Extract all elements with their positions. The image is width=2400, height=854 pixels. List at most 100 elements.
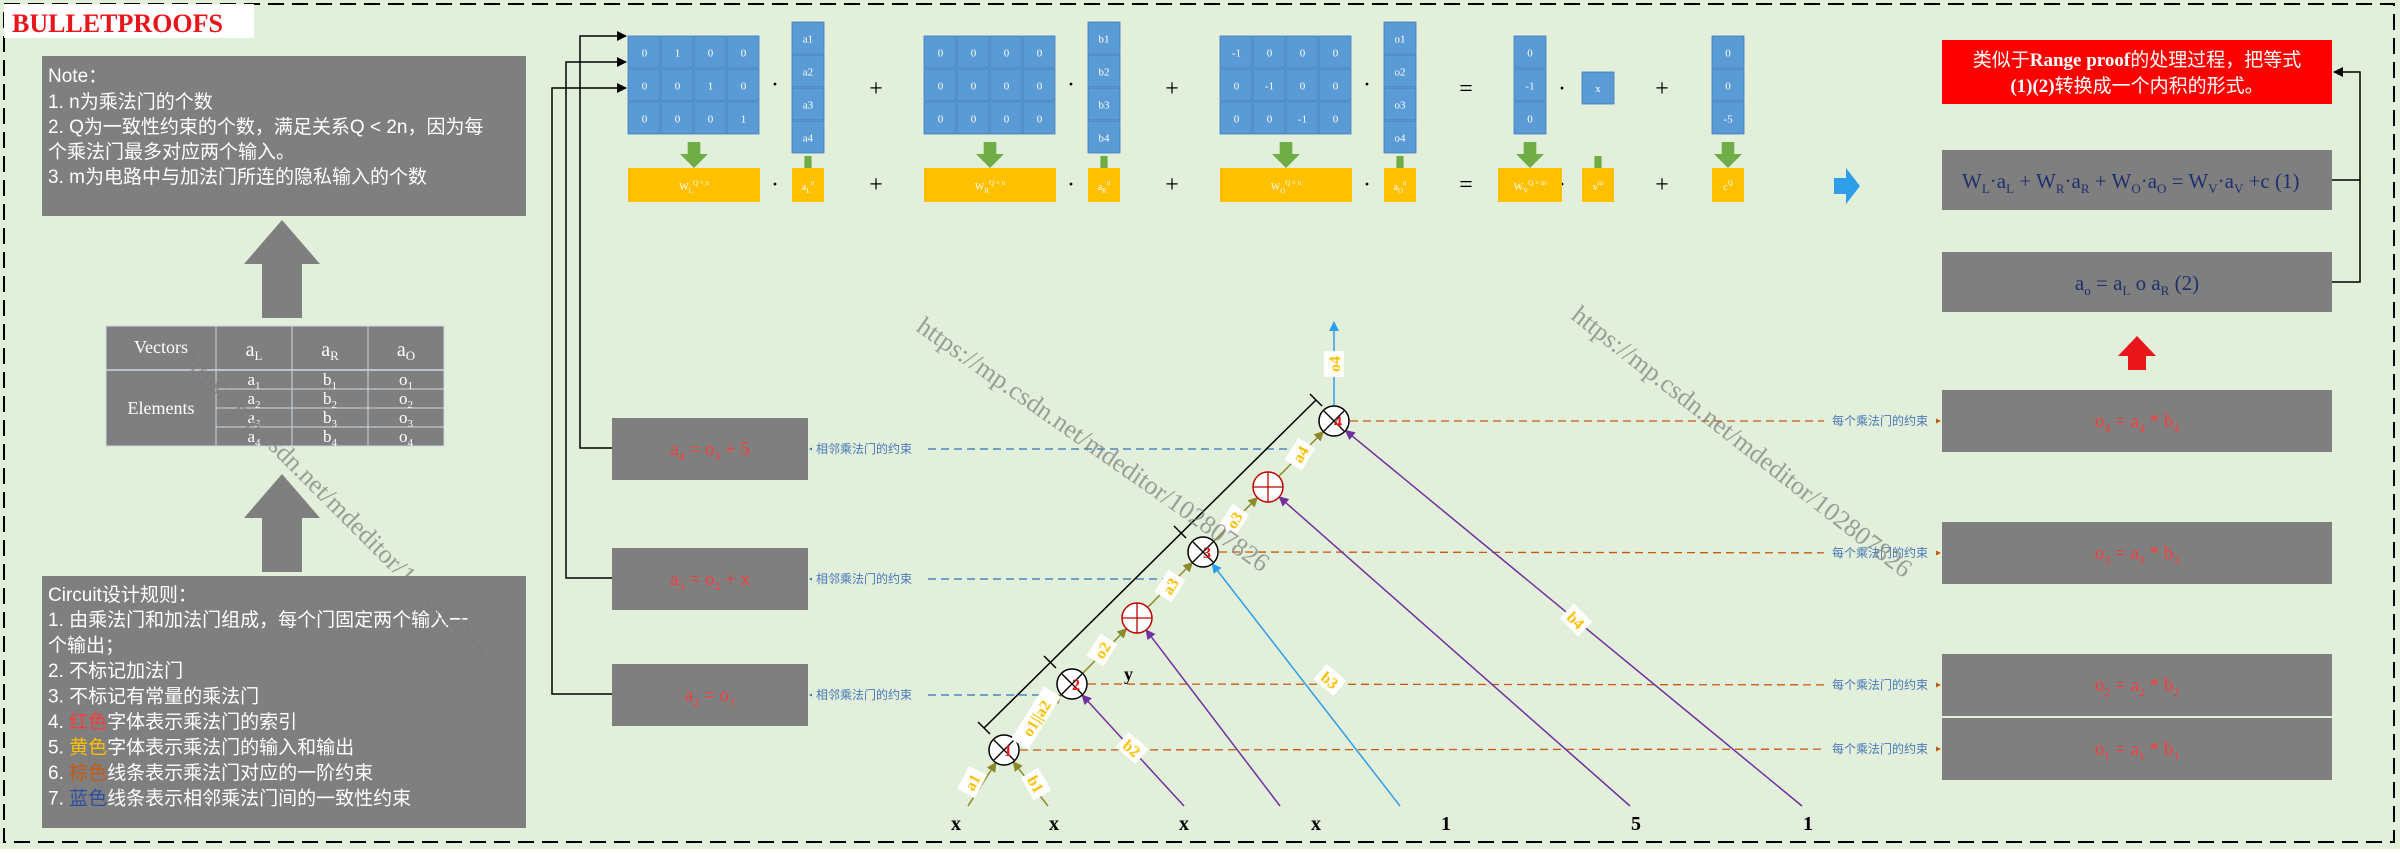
wire-label-text: o4 — [1327, 356, 1344, 372]
equation-1-box — [1942, 150, 2332, 210]
plus-operator: + — [1655, 172, 1669, 198]
equation-1: WL​·aL​ + WR​·aR​ + WO​·aO​ = WV​·aV​ +c… — [1962, 169, 2300, 196]
mult-constraint-box — [1942, 718, 2332, 780]
matrix-value: 0 — [938, 114, 944, 126]
consistency-label-bg — [812, 570, 928, 586]
wire-label-bg — [1218, 503, 1250, 537]
matrix-cell — [726, 101, 760, 135]
matrix-cell — [1285, 101, 1319, 135]
bracket-tick — [977, 721, 991, 735]
label-wl-box — [628, 168, 760, 202]
vector-value: o3 — [1395, 100, 1407, 112]
wire-label-bg — [1020, 767, 1052, 801]
note-line: 个乘法门最多对应两个输入。 — [48, 141, 295, 163]
wire-label: b2 — [1115, 731, 1149, 765]
vector-element: a1​ — [247, 370, 260, 392]
matrix-cell — [1285, 35, 1319, 69]
vectors-table: VectorsElementsaL​aR​aO​a1​b1​o1​a2​b2​o… — [105, 325, 445, 449]
wire-label-text: b1 — [1023, 773, 1046, 796]
matrix-value: 0 — [1267, 114, 1273, 126]
label-wr-vec-box — [1088, 168, 1120, 202]
wire-label-bg — [1154, 569, 1186, 603]
wire-label-text: b2 — [1119, 737, 1143, 761]
vector-value: a3 — [803, 100, 814, 112]
matrix-value: 0 — [971, 81, 977, 93]
vector-cell — [1087, 87, 1121, 121]
matrix-cell — [923, 35, 957, 69]
matrix-cell — [660, 101, 694, 135]
matrix-value: 1 — [741, 114, 747, 126]
vector-value: b3 — [1099, 100, 1111, 112]
vector-v-value: x — [1595, 83, 1601, 95]
vector-value: a4 — [803, 133, 814, 145]
consistency-text: a4 = o3 + 5 — [670, 439, 750, 463]
vector-cell — [791, 87, 825, 121]
rules-box: Circuit设计规则： 1. 由乘法门和加法门组成，每个门固定两个输入一个输出… — [42, 576, 526, 828]
mult-constraint-box — [1942, 522, 2332, 584]
vector-value: -1 — [1525, 81, 1534, 93]
matrix-cell — [1219, 68, 1253, 102]
wire-label: a3 — [1154, 569, 1186, 603]
connector-a3 — [565, 57, 627, 579]
vector-cell — [1383, 54, 1417, 88]
vector-value: a2 — [803, 67, 813, 79]
rules-heading: Circuit设计规则： — [48, 584, 197, 606]
vector-value: b1 — [1099, 34, 1110, 46]
wire-x-adder — [1145, 629, 1281, 807]
label-wo: WOQ × n — [1271, 179, 1302, 195]
matrix-value: 0 — [675, 114, 681, 126]
wire-label-text: a4 — [1290, 444, 1313, 467]
label-wv: WVQ × m — [1514, 179, 1547, 195]
mult-constraint-label-bg — [1824, 740, 1936, 756]
matrix-cell — [1318, 101, 1352, 135]
mult-constraint-box — [1942, 654, 2332, 716]
matrix-value: 0 — [708, 114, 714, 126]
matrix-value: -1 — [1265, 81, 1274, 93]
mult-constraint-label: 每个乘法门的约束 — [1832, 413, 1928, 428]
green-down-arrow — [976, 142, 1004, 168]
matrix-cell — [1022, 68, 1056, 102]
vector-value: b4 — [1099, 133, 1111, 145]
mult-constraint-label: 每个乘法门的约束 — [1832, 677, 1928, 692]
rules-line: 5. 黄色字体表示乘法门的输入和输出 — [48, 737, 354, 759]
vector-cell — [791, 21, 825, 55]
vector-element: a4​ — [247, 427, 261, 449]
range-proof-note-box — [1942, 40, 2332, 104]
elements-header: Elements — [128, 398, 195, 418]
matrix-cell — [1252, 68, 1286, 102]
wire-label: b1 — [1020, 767, 1052, 801]
matrix-value: -1 — [1232, 48, 1241, 60]
vector-cell — [1513, 35, 1547, 69]
vector-element: o2​ — [399, 389, 413, 411]
circuit-input: x — [1049, 813, 1059, 835]
vector-cell — [1383, 120, 1417, 154]
wire-label: o3 — [1218, 503, 1250, 537]
grey-up-arrow-top — [244, 220, 320, 318]
wire-label-bg — [1284, 437, 1316, 471]
note-line: 1. n为乘法门的个数 — [48, 91, 213, 113]
wire-label-text: b3 — [1317, 669, 1341, 693]
matrix-value: 0 — [642, 48, 648, 60]
vector-wv: 0-10 — [1513, 35, 1547, 135]
wire-label-text: a1 — [962, 772, 985, 794]
note-line: 2. Q为一致性约束的个数，满足关系Q < 2n，因为每 — [48, 116, 483, 138]
matrix-cell — [1252, 35, 1286, 69]
circuit-input: x — [1311, 813, 1321, 835]
page-title: BULLETPROOFS — [12, 9, 223, 38]
matrix-value: 0 — [971, 114, 977, 126]
vector-element: b3​ — [323, 408, 338, 430]
vector-value: o1 — [1395, 34, 1406, 46]
connector-a2 — [551, 83, 627, 695]
vector-element: a2​ — [247, 389, 260, 411]
bracket-tick — [1043, 655, 1057, 669]
matrix-cell — [693, 35, 727, 69]
matrix-cell — [989, 35, 1023, 69]
matrix-cell — [693, 101, 727, 135]
plus-operator: + — [869, 172, 883, 198]
matrix-cell — [1219, 35, 1253, 69]
gate-index: 2 — [1072, 677, 1080, 694]
